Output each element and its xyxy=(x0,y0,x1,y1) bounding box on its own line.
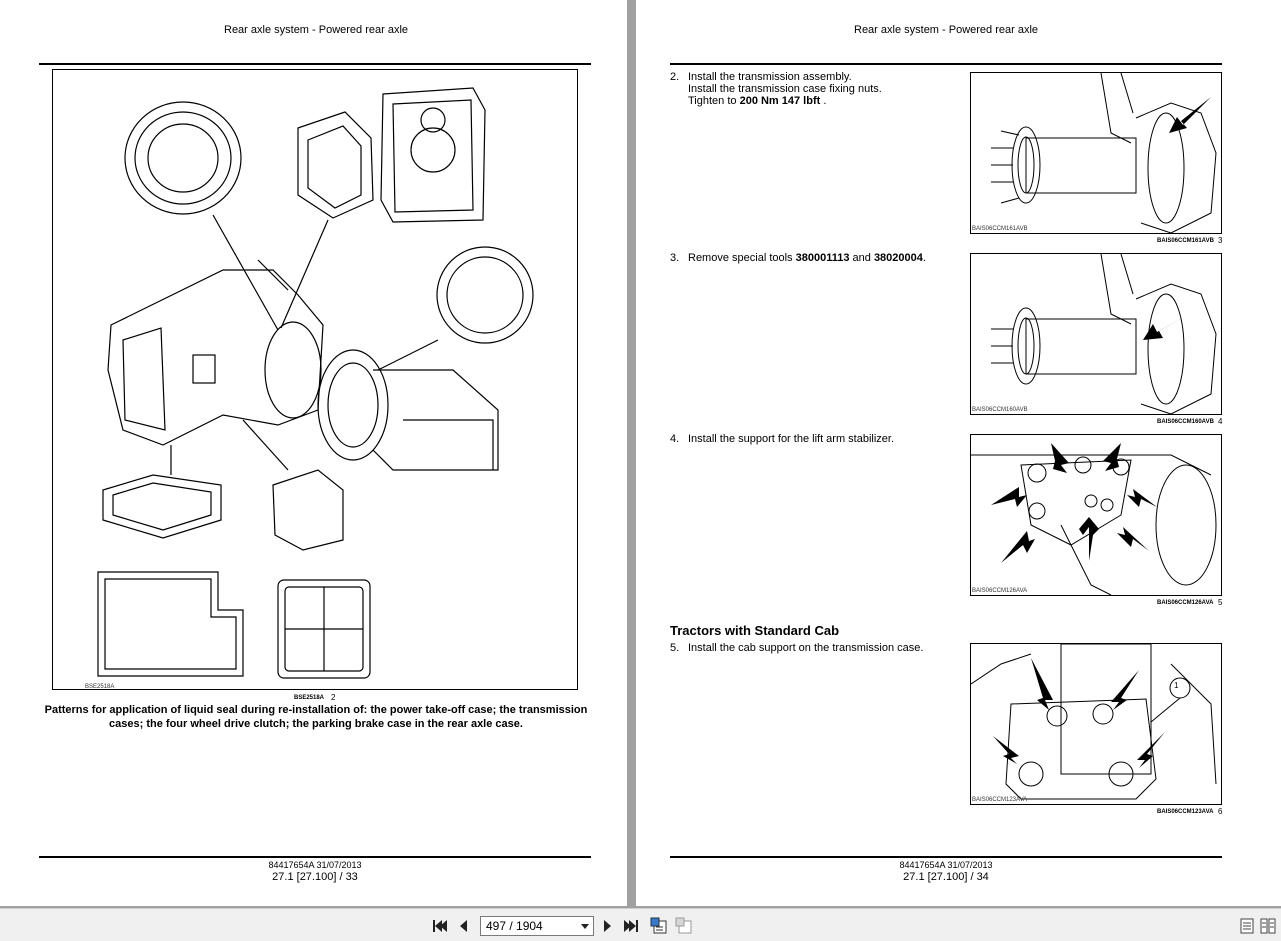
page-number-select[interactable]: 497 / 1904 xyxy=(480,916,594,936)
first-page-icon[interactable] xyxy=(431,917,449,935)
fit-width-icon[interactable] xyxy=(675,917,693,935)
section-heading: Tractors with Standard Cab xyxy=(670,623,840,638)
exploded-diagram-figure: BSE2518A xyxy=(52,69,578,690)
step-text: Install the support for the lift arm sta… xyxy=(688,433,895,445)
callout-number: 1 xyxy=(1174,681,1179,690)
step-number: 5. xyxy=(670,642,680,654)
figure-caption: Patterns for application of liquid seal … xyxy=(44,704,588,730)
step-5: 5. Install the cab support on the transm… xyxy=(670,642,960,656)
step-3: 3. Remove special tools 380001113 and 38… xyxy=(670,252,960,266)
seal-pattern-drawing xyxy=(97,87,534,679)
step-number: 2. xyxy=(670,71,680,83)
torque-value: 200 Nm 147 lbft xyxy=(739,95,821,107)
page-33: Rear axle system - Powered rear axle xyxy=(0,0,627,906)
header-rule xyxy=(670,63,1222,65)
next-page-icon[interactable] xyxy=(598,917,616,935)
figure-tag: BAIS06CCM160AVB xyxy=(1157,419,1214,425)
footer-page-number: 27.1 [27.100] / 33 xyxy=(272,871,358,883)
step-text: Install the cab support on the transmiss… xyxy=(688,642,924,654)
prev-page-icon[interactable] xyxy=(455,917,473,935)
tool-number: 38020004 xyxy=(873,252,923,264)
figure-tag: BSE2518A xyxy=(294,695,325,701)
chevron-down-icon xyxy=(581,924,589,929)
step-text: Remove special tools 380001113 and 38020… xyxy=(688,252,926,264)
figure-code: BAIS06CCM123AVA xyxy=(972,797,1028,803)
figure-number: 6 xyxy=(1218,807,1223,816)
figure-transmission-assembly: BAIS06CCM161AVB xyxy=(970,72,1222,234)
figure-tag: BAIS06CCM123AVA xyxy=(1157,809,1214,815)
figure-cab-support: 1 BAIS06CCM123AVA xyxy=(970,643,1222,805)
figure-code: BSE2518A xyxy=(85,684,115,690)
fit-page-icon[interactable] xyxy=(650,917,668,935)
figure-tag: BAIS06CCM161AVB xyxy=(1157,238,1214,244)
figure-code: BAIS06CCM160AVB xyxy=(972,407,1028,413)
figure-tag: BAIS06CCM126AVA xyxy=(1157,600,1214,606)
footer-rule xyxy=(39,856,591,858)
page-header: Rear axle system - Powered rear axle xyxy=(854,24,1039,36)
footer-doc-id: 84417654A 31/07/2013 xyxy=(899,860,993,870)
figure-number: 5 xyxy=(1218,598,1223,607)
step-number: 4. xyxy=(670,433,680,445)
step-number: 3. xyxy=(670,252,680,264)
step-text: Install the transmission case fixing nut… xyxy=(688,83,882,95)
tool-number: 380001113 xyxy=(795,252,850,264)
figure-remove-special-tools: BAIS06CCM160AVB xyxy=(970,253,1222,415)
step-2: 2. Install the transmission assembly. In… xyxy=(670,71,960,111)
step-text: Install the transmission assembly. xyxy=(688,71,852,83)
step-4: 4. Install the support for the lift arm … xyxy=(670,433,960,447)
step-torque-line: Tighten to 200 Nm 147 lbft . xyxy=(688,95,827,107)
figure-number: 2 xyxy=(331,693,336,702)
seal-ring-outer xyxy=(124,101,242,215)
two-page-view-icon[interactable] xyxy=(1259,917,1277,935)
figure-lift-arm-support: BAIS06CCM126AVA xyxy=(970,434,1222,596)
single-page-view-icon[interactable] xyxy=(1238,917,1256,935)
figure-code: BAIS06CCM161AVB xyxy=(972,226,1028,232)
document-viewer: Rear axle system - Powered rear axle xyxy=(0,0,1281,908)
figure-number: 3 xyxy=(1218,236,1223,245)
footer-rule xyxy=(670,856,1222,858)
page-indicator: 497 / 1904 xyxy=(486,919,543,933)
figure-number: 4 xyxy=(1218,417,1223,426)
footer-page-number: 27.1 [27.100] / 34 xyxy=(903,871,989,883)
figure-code: BAIS06CCM126AVA xyxy=(972,588,1028,594)
page-header: Rear axle system - Powered rear axle xyxy=(224,24,409,36)
footer-doc-id: 84417654A 31/07/2013 xyxy=(268,860,362,870)
header-rule xyxy=(39,63,591,65)
page-34: Rear axle system - Powered rear axle 2. … xyxy=(636,0,1281,906)
viewer-toolbar: 497 / 1904 xyxy=(0,908,1281,941)
last-page-icon[interactable] xyxy=(622,917,640,935)
